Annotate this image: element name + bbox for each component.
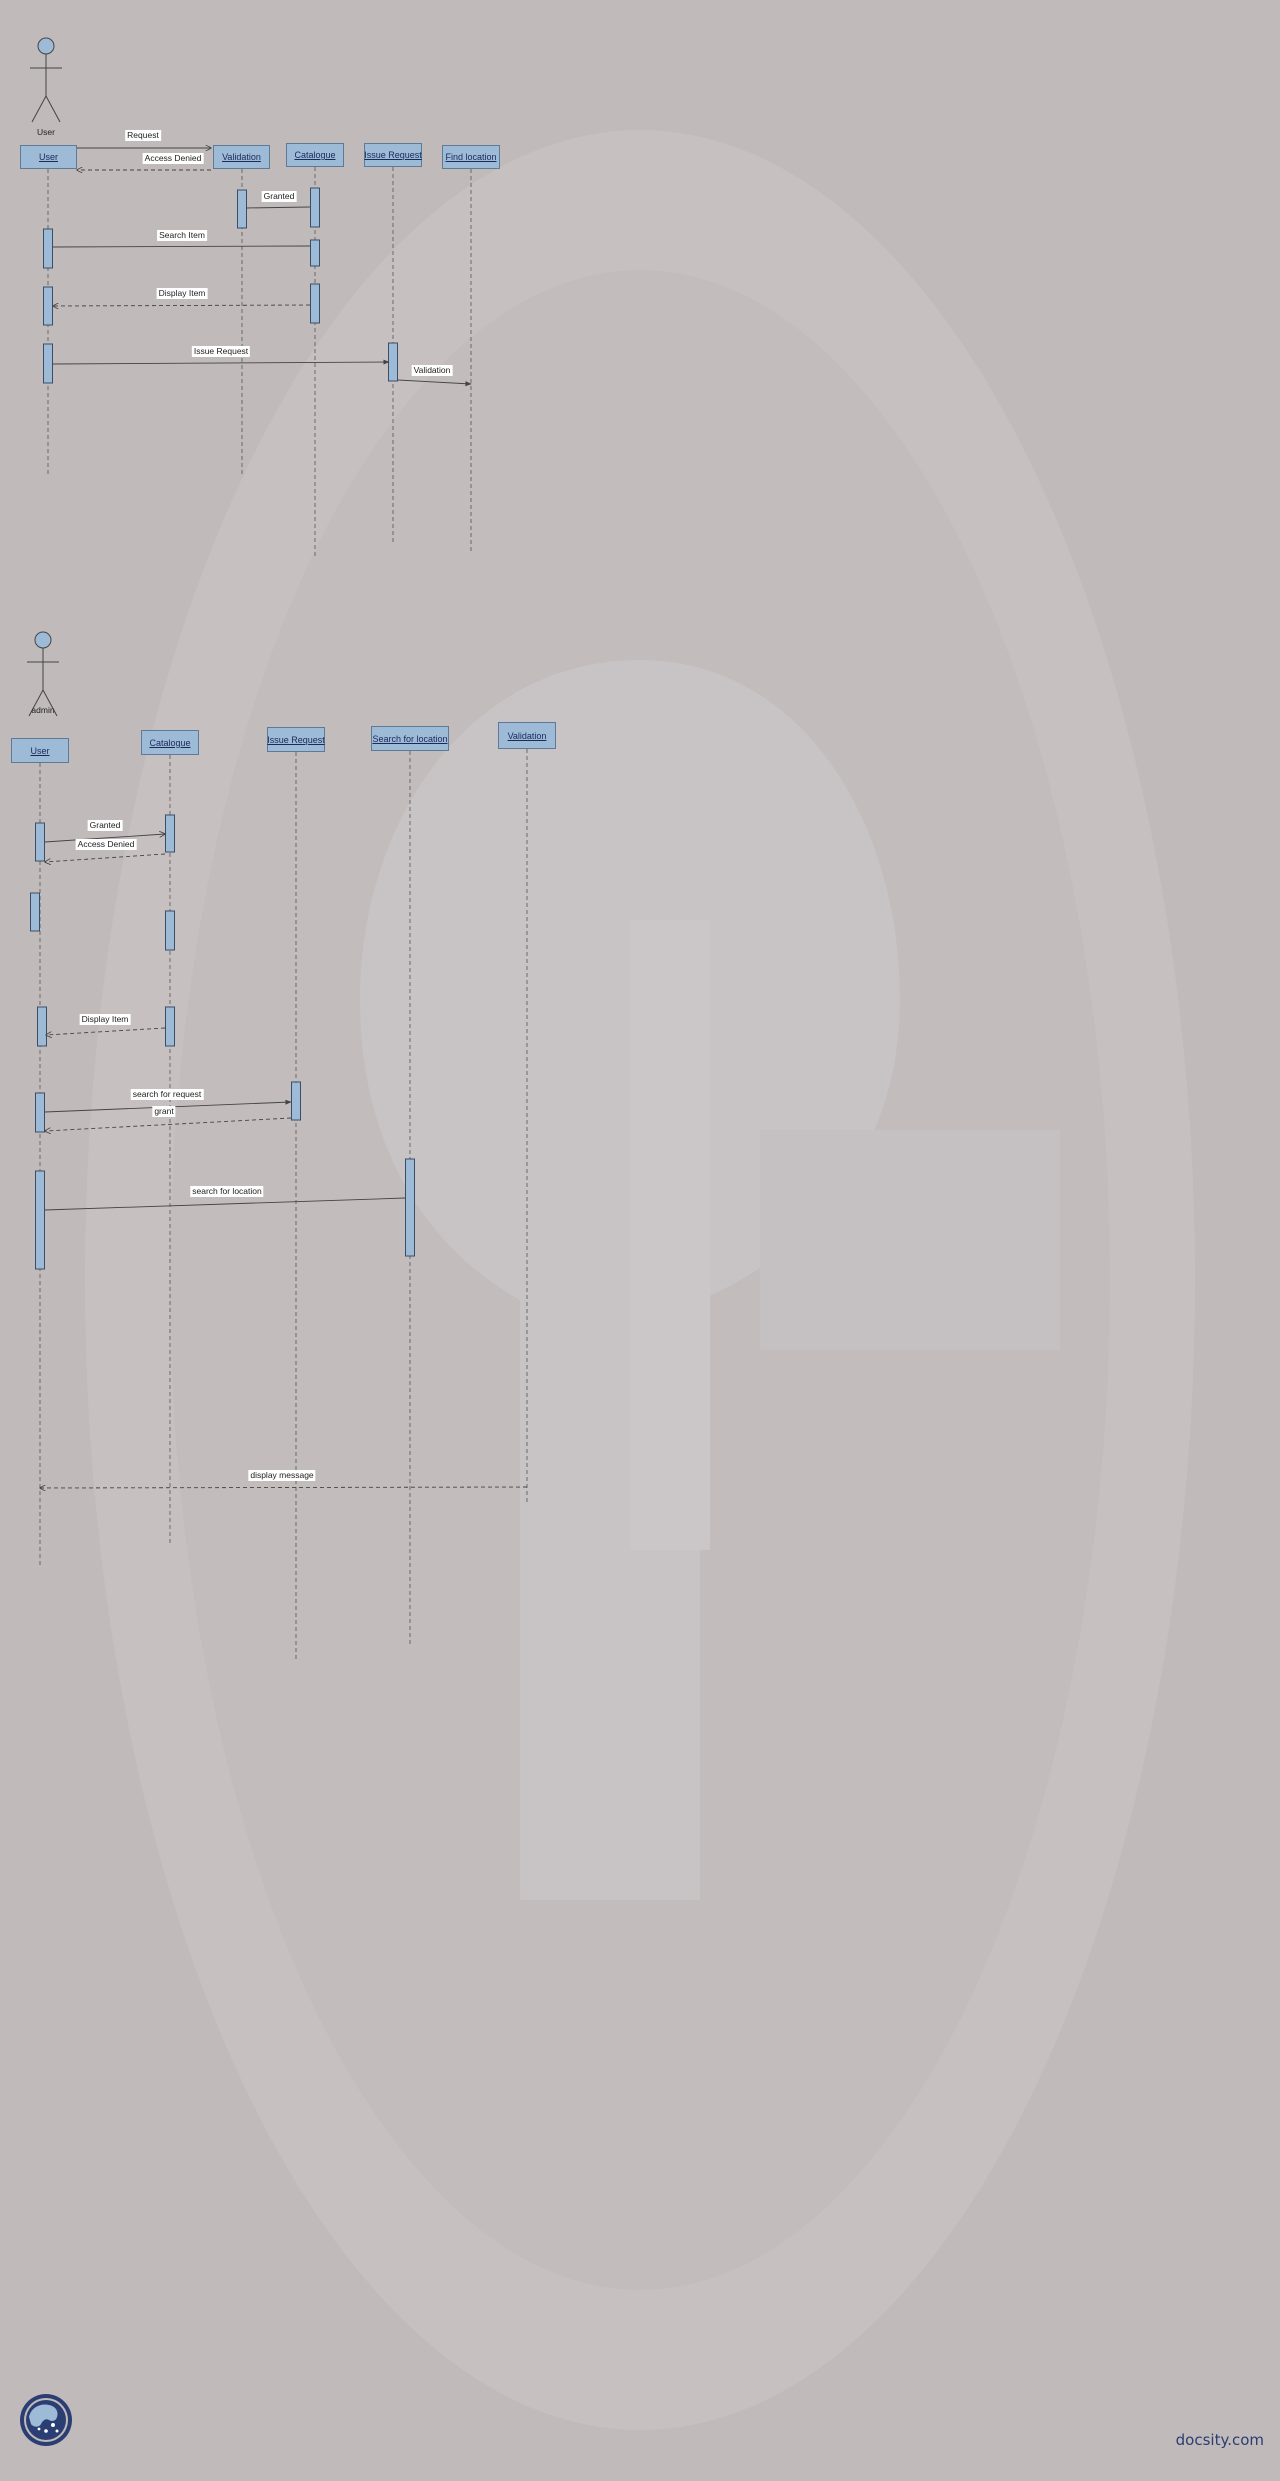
activation-catalogue-2c	[165, 1006, 175, 1047]
activation-user-2e	[35, 1170, 45, 1270]
activation-catalogue-2a	[165, 814, 175, 853]
message-display-item-2	[46, 1027, 166, 1035]
activation-search-for-location	[405, 1158, 415, 1257]
object-issue-request-2: Issue Request	[267, 727, 325, 752]
activation-user-2a	[35, 822, 45, 862]
message-label-granted-2: Granted	[87, 820, 123, 831]
object-catalogue-2: Catalogue	[141, 730, 199, 755]
object-validation: Validation	[213, 145, 270, 169]
message-label-grant: grant	[152, 1106, 176, 1117]
activation-user-2b	[30, 892, 40, 932]
message-label-access-denied-2: Access Denied	[75, 839, 137, 850]
message-label-display-message: display message	[248, 1470, 316, 1481]
object-issue-request: Issue Request	[364, 143, 422, 167]
activation-validation	[237, 189, 247, 229]
message-label-issue-request: Issue Request	[191, 346, 251, 357]
activation-catalogue-2	[310, 239, 320, 267]
object-validation-2: Validation	[498, 722, 556, 749]
message-label-granted: Granted	[261, 191, 297, 202]
message-label-display-item: Display Item	[156, 288, 208, 299]
activation-catalogue-2b	[165, 910, 175, 951]
actor-label-user: User	[37, 127, 55, 137]
docsity-logo-icon	[20, 2394, 72, 2446]
message-search-for-location	[44, 1197, 406, 1211]
object-user: User	[20, 145, 77, 169]
activation-issue-request-2	[291, 1081, 301, 1121]
message-label-display-item-2: Display Item	[79, 1014, 131, 1025]
docsity-brand-text[interactable]: docsity.com	[1175, 2431, 1264, 2449]
message-display-message	[40, 1487, 528, 1488]
message-access-denied-2	[45, 853, 166, 862]
object-find-location: Find location	[442, 145, 500, 169]
object-user-2: User	[11, 738, 69, 763]
object-catalogue: Catalogue	[286, 143, 344, 167]
actor-admin-leg-right	[42, 689, 58, 717]
message-label-validation: Validation	[411, 365, 453, 376]
activation-user-2d	[35, 1092, 45, 1133]
message-label-search-for-location: search for location	[190, 1186, 264, 1197]
actor-label-admin: admin	[31, 705, 55, 715]
object-search-for-location: Search for location	[371, 726, 449, 751]
message-issue-request	[52, 359, 390, 365]
actor-user-leg-left	[31, 95, 47, 123]
message-grant	[45, 1117, 292, 1131]
activation-catalogue-1	[310, 187, 320, 228]
message-label-request: Request	[125, 130, 161, 141]
activation-user-1	[43, 228, 53, 269]
actor-user-head	[37, 37, 55, 55]
message-granted	[245, 206, 311, 209]
actor-user-leg-right	[45, 95, 61, 123]
activation-user-2c	[37, 1006, 47, 1047]
message-label-search-for-request: search for request	[130, 1089, 204, 1100]
activation-issue-request	[388, 342, 398, 382]
message-label-search-item: Search Item	[157, 230, 207, 241]
message-validation	[397, 379, 472, 387]
message-display-item	[53, 305, 311, 306]
actor-admin-leg-left	[28, 689, 44, 717]
activation-user-2	[43, 286, 53, 326]
message-granted-2	[44, 834, 165, 843]
message-search-item	[52, 245, 311, 248]
message-label-access-denied: Access Denied	[142, 153, 204, 164]
activation-user-3	[43, 343, 53, 384]
actor-admin-head	[34, 631, 52, 649]
activation-catalogue-3	[310, 283, 320, 324]
